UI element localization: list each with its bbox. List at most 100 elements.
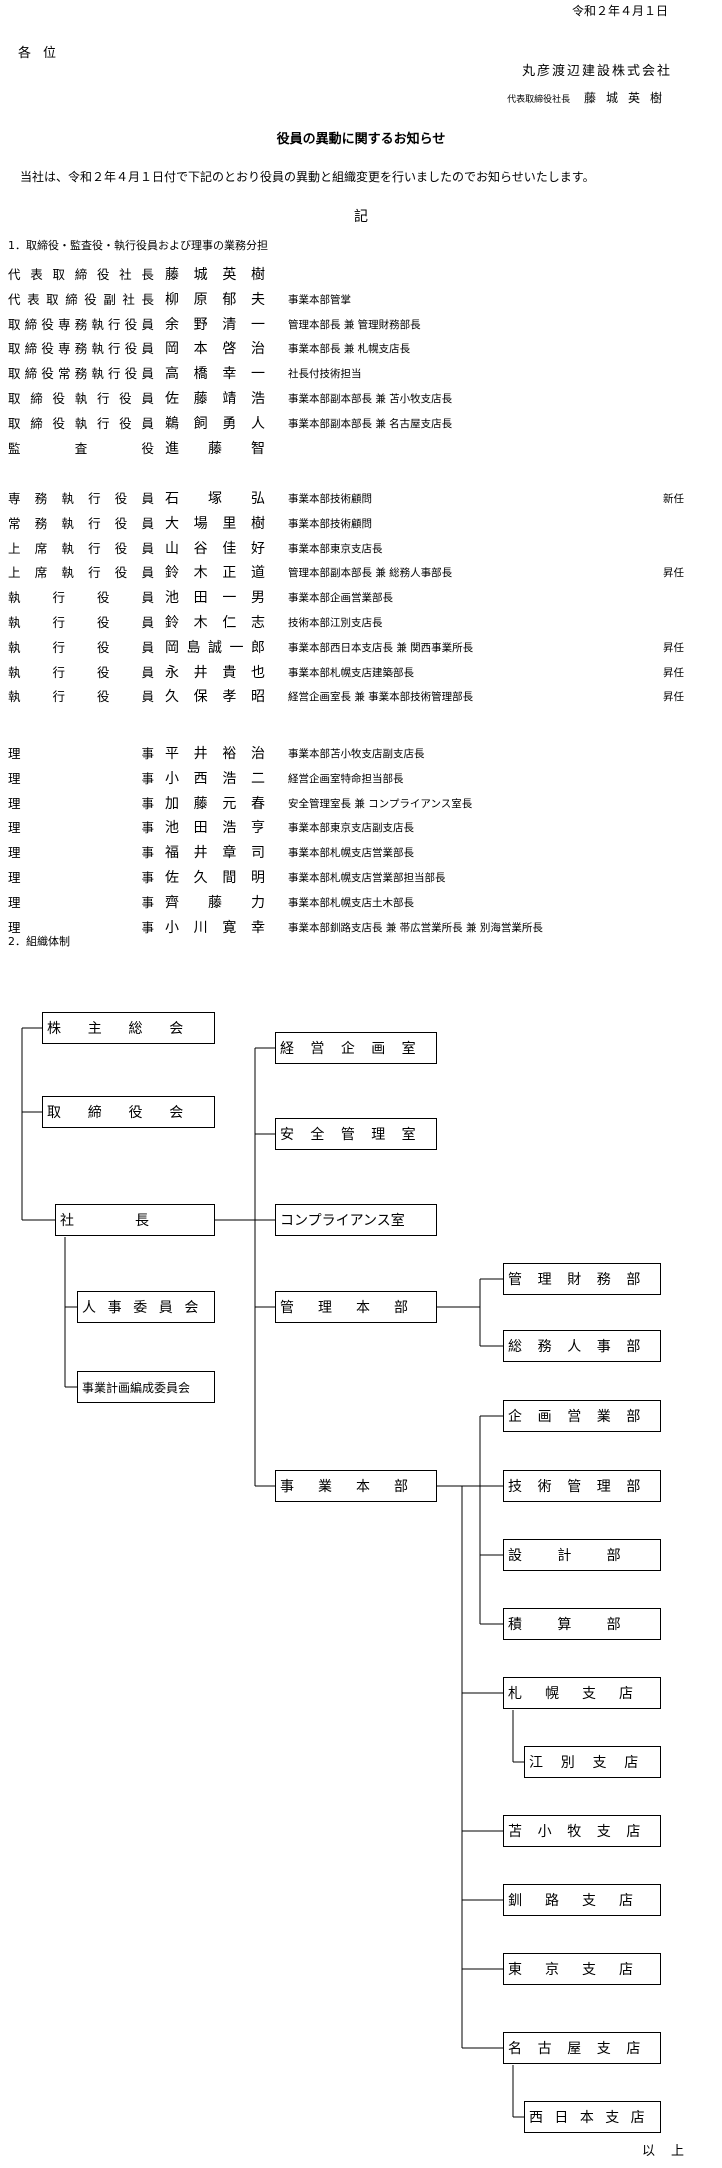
officer-position: 執行役員	[8, 615, 154, 630]
org-box-general-hr: 総務人事部	[503, 1330, 661, 1362]
org-label: 取締役会	[47, 1105, 184, 1121]
org-box-tokyo: 東京支店	[503, 1953, 661, 1985]
officer-position: 監査役	[8, 440, 154, 456]
officer-name: 柳原郁夫	[165, 291, 265, 308]
officer-duty: 事業本部副本部長 兼 名古屋支店長	[288, 417, 453, 430]
officer-name: 齊藤力	[165, 894, 265, 911]
officer-position: 理事	[8, 795, 154, 811]
officer-row: 理事小西浩二経営企画室特命担当部長	[8, 768, 698, 788]
org-label: 西日本支店	[529, 2110, 645, 2126]
officer-row: 代表取締役社長藤城英樹	[8, 264, 698, 284]
officer-position: 執行役員	[8, 689, 154, 705]
org-label: 技術管理部	[508, 1479, 641, 1495]
officer-name: 余野清一	[165, 316, 265, 333]
officer-duty: 事業本部札幌支店土木部長	[288, 896, 414, 909]
officer-position: 理事	[8, 845, 154, 861]
org-label: 管理財務部	[508, 1272, 641, 1288]
officer-position: 理事	[8, 919, 154, 935]
signer-name: 藤城英樹	[583, 91, 672, 105]
org-label: 社長	[60, 1213, 149, 1229]
officer-row: 上席執行役員鈴木正道管理本部副本部長 兼 総務人事部長昇任	[8, 562, 698, 582]
officer-duty: 事業本部副本部長 兼 苫小牧支店長	[288, 393, 453, 405]
org-label: 苫小牧支店	[508, 1824, 641, 1840]
officer-duty: 経営企画室特命担当部長	[288, 772, 404, 785]
officer-name: 加藤元春	[165, 795, 265, 812]
officer-position: 取締役専務執行役員	[8, 316, 154, 332]
officer-duty: 事業本部西日本支店長 兼 関西事業所長	[288, 641, 474, 654]
closing-ijo: 以上	[641, 2144, 700, 2159]
document-title: 役員の異動に関するお知らせ	[276, 132, 446, 147]
org-box-estimation: 積算部	[503, 1608, 661, 1640]
officer-name: 池田一男	[165, 590, 265, 607]
org-label: 札幌支店	[508, 1686, 633, 1702]
officer-name: 小西浩二	[165, 770, 265, 787]
officer-row: 取締役専務執行役員余野清一管理本部長 兼 管理財務部長	[8, 314, 698, 334]
org-label: 経営企画室	[280, 1041, 416, 1057]
officer-duty: 事業本部企画営業部長	[288, 592, 393, 605]
signer: 代表取締役社長 藤城英樹	[507, 89, 672, 106]
officer-position: 理事	[8, 746, 154, 761]
officer-position: 上席執行役員	[8, 540, 154, 556]
officer-row: 理事佐久間明事業本部札幌支店営業部担当部長	[8, 867, 698, 887]
section-heading-officers: 1．取締役・監査役・執行役員および理事の業務分担	[8, 239, 268, 252]
intro-paragraph: 当社は、令和２年４月１日付で下記のとおり役員の異動と組織変更を行いましたのでお知…	[20, 170, 595, 184]
org-label: 江別支店	[529, 1755, 639, 1771]
document-date: 令和２年４月１日	[571, 4, 668, 18]
officer-duty: 事業本部管掌	[288, 293, 351, 306]
officer-name: 平井裕治	[165, 746, 265, 762]
officer-row: 専務執行役員石塚弘事業本部技術顧問新任	[8, 488, 698, 508]
officer-name: 岡本啓治	[165, 341, 265, 358]
org-box-compliance-office: コンプライアンス室	[275, 1204, 437, 1236]
officer-position: 取締役執行役員	[8, 391, 154, 406]
officer-duty: 社長付技術担当	[288, 368, 362, 381]
org-label: 人事委員会	[82, 1300, 199, 1316]
org-box-bizplan-committee: 事業計画編成委員会	[77, 1371, 215, 1403]
org-label: 管理本部	[280, 1300, 408, 1316]
officer-duty: 事業本部長 兼 札幌支店長	[288, 343, 411, 356]
officer-name: 鵜飼勇人	[165, 415, 265, 432]
officer-duty: 経営企画室長 兼 事業本部技術管理部長	[288, 691, 474, 704]
org-box-board: 取締役会	[42, 1096, 215, 1128]
officer-name: 鈴木正道	[165, 565, 265, 582]
officer-row: 執行役員岡島誠一郎事業本部西日本支店長 兼 関西事業所長昇任	[8, 637, 698, 657]
officer-duty: 事業本部技術顧問	[288, 493, 372, 505]
officer-name: 池田浩亨	[165, 820, 265, 837]
officer-position: 執行役員	[8, 639, 154, 655]
org-box-tomakomai: 苫小牧支店	[503, 1815, 661, 1847]
officer-duty: 事業本部札幌支店建築部長	[288, 666, 414, 679]
officer-row: 執行役員鈴木仁志 技術本部江別支店長	[8, 612, 698, 632]
officer-duty: 技術本部江別支店長	[288, 617, 383, 629]
org-box-admin-hq: 管理本部	[275, 1291, 437, 1323]
officer-row: 上席執行役員山谷佳好事業本部東京支店長	[8, 538, 698, 558]
officer-row: 取締役専務執行役員岡本啓治事業本部長 兼 札幌支店長	[8, 338, 698, 358]
recipient: 各位	[18, 46, 69, 61]
officer-position: 代表取締役社長	[8, 267, 154, 282]
signer-title: 代表取締役社長	[507, 95, 571, 105]
officer-name: 小川寛幸	[165, 919, 265, 936]
officer-name: 山谷佳好	[165, 540, 265, 557]
officer-position: 取締役常務執行役員	[8, 366, 154, 382]
officer-row: 理事池田浩亨事業本部東京支店副支店長	[8, 817, 698, 837]
company-name: 丸彦渡辺建設株式会社	[521, 64, 672, 79]
officer-note: 新任	[663, 493, 684, 505]
org-box-business-hq: 事業本部	[275, 1470, 437, 1502]
org-label: 設計部	[508, 1548, 621, 1564]
officer-name: 鈴木仁志	[165, 615, 265, 631]
officer-position: 専務執行役員	[8, 491, 154, 506]
org-label: 安全管理室	[280, 1127, 416, 1143]
org-box-nishinihon: 西日本支店	[524, 2101, 661, 2133]
org-box-ebetsu: 江別支店	[524, 1746, 661, 1778]
officer-row: 理事福井章司事業本部札幌支店営業部長	[8, 842, 698, 862]
officer-position: 理事	[8, 870, 154, 885]
officer-position: 取締役執行役員	[8, 415, 154, 431]
org-box-sapporo: 札幌支店	[503, 1677, 661, 1709]
org-label: コンプライアンス室	[280, 1213, 405, 1229]
officer-row: 理事小川寛幸事業本部釧路支店長 兼 帯広営業所長 兼 別海営業所長	[8, 917, 698, 937]
ki-marker: 記	[354, 209, 368, 225]
officer-name: 高橋幸一	[165, 366, 265, 383]
officer-duty: 事業本部技術顧問	[288, 517, 372, 530]
officer-row: 取締役執行役員鵜飼勇人 事業本部副本部長 兼 名古屋支店長	[8, 413, 698, 433]
org-box-design: 設計部	[503, 1539, 661, 1571]
org-box-tech-mgmt: 技術管理部	[503, 1470, 661, 1502]
